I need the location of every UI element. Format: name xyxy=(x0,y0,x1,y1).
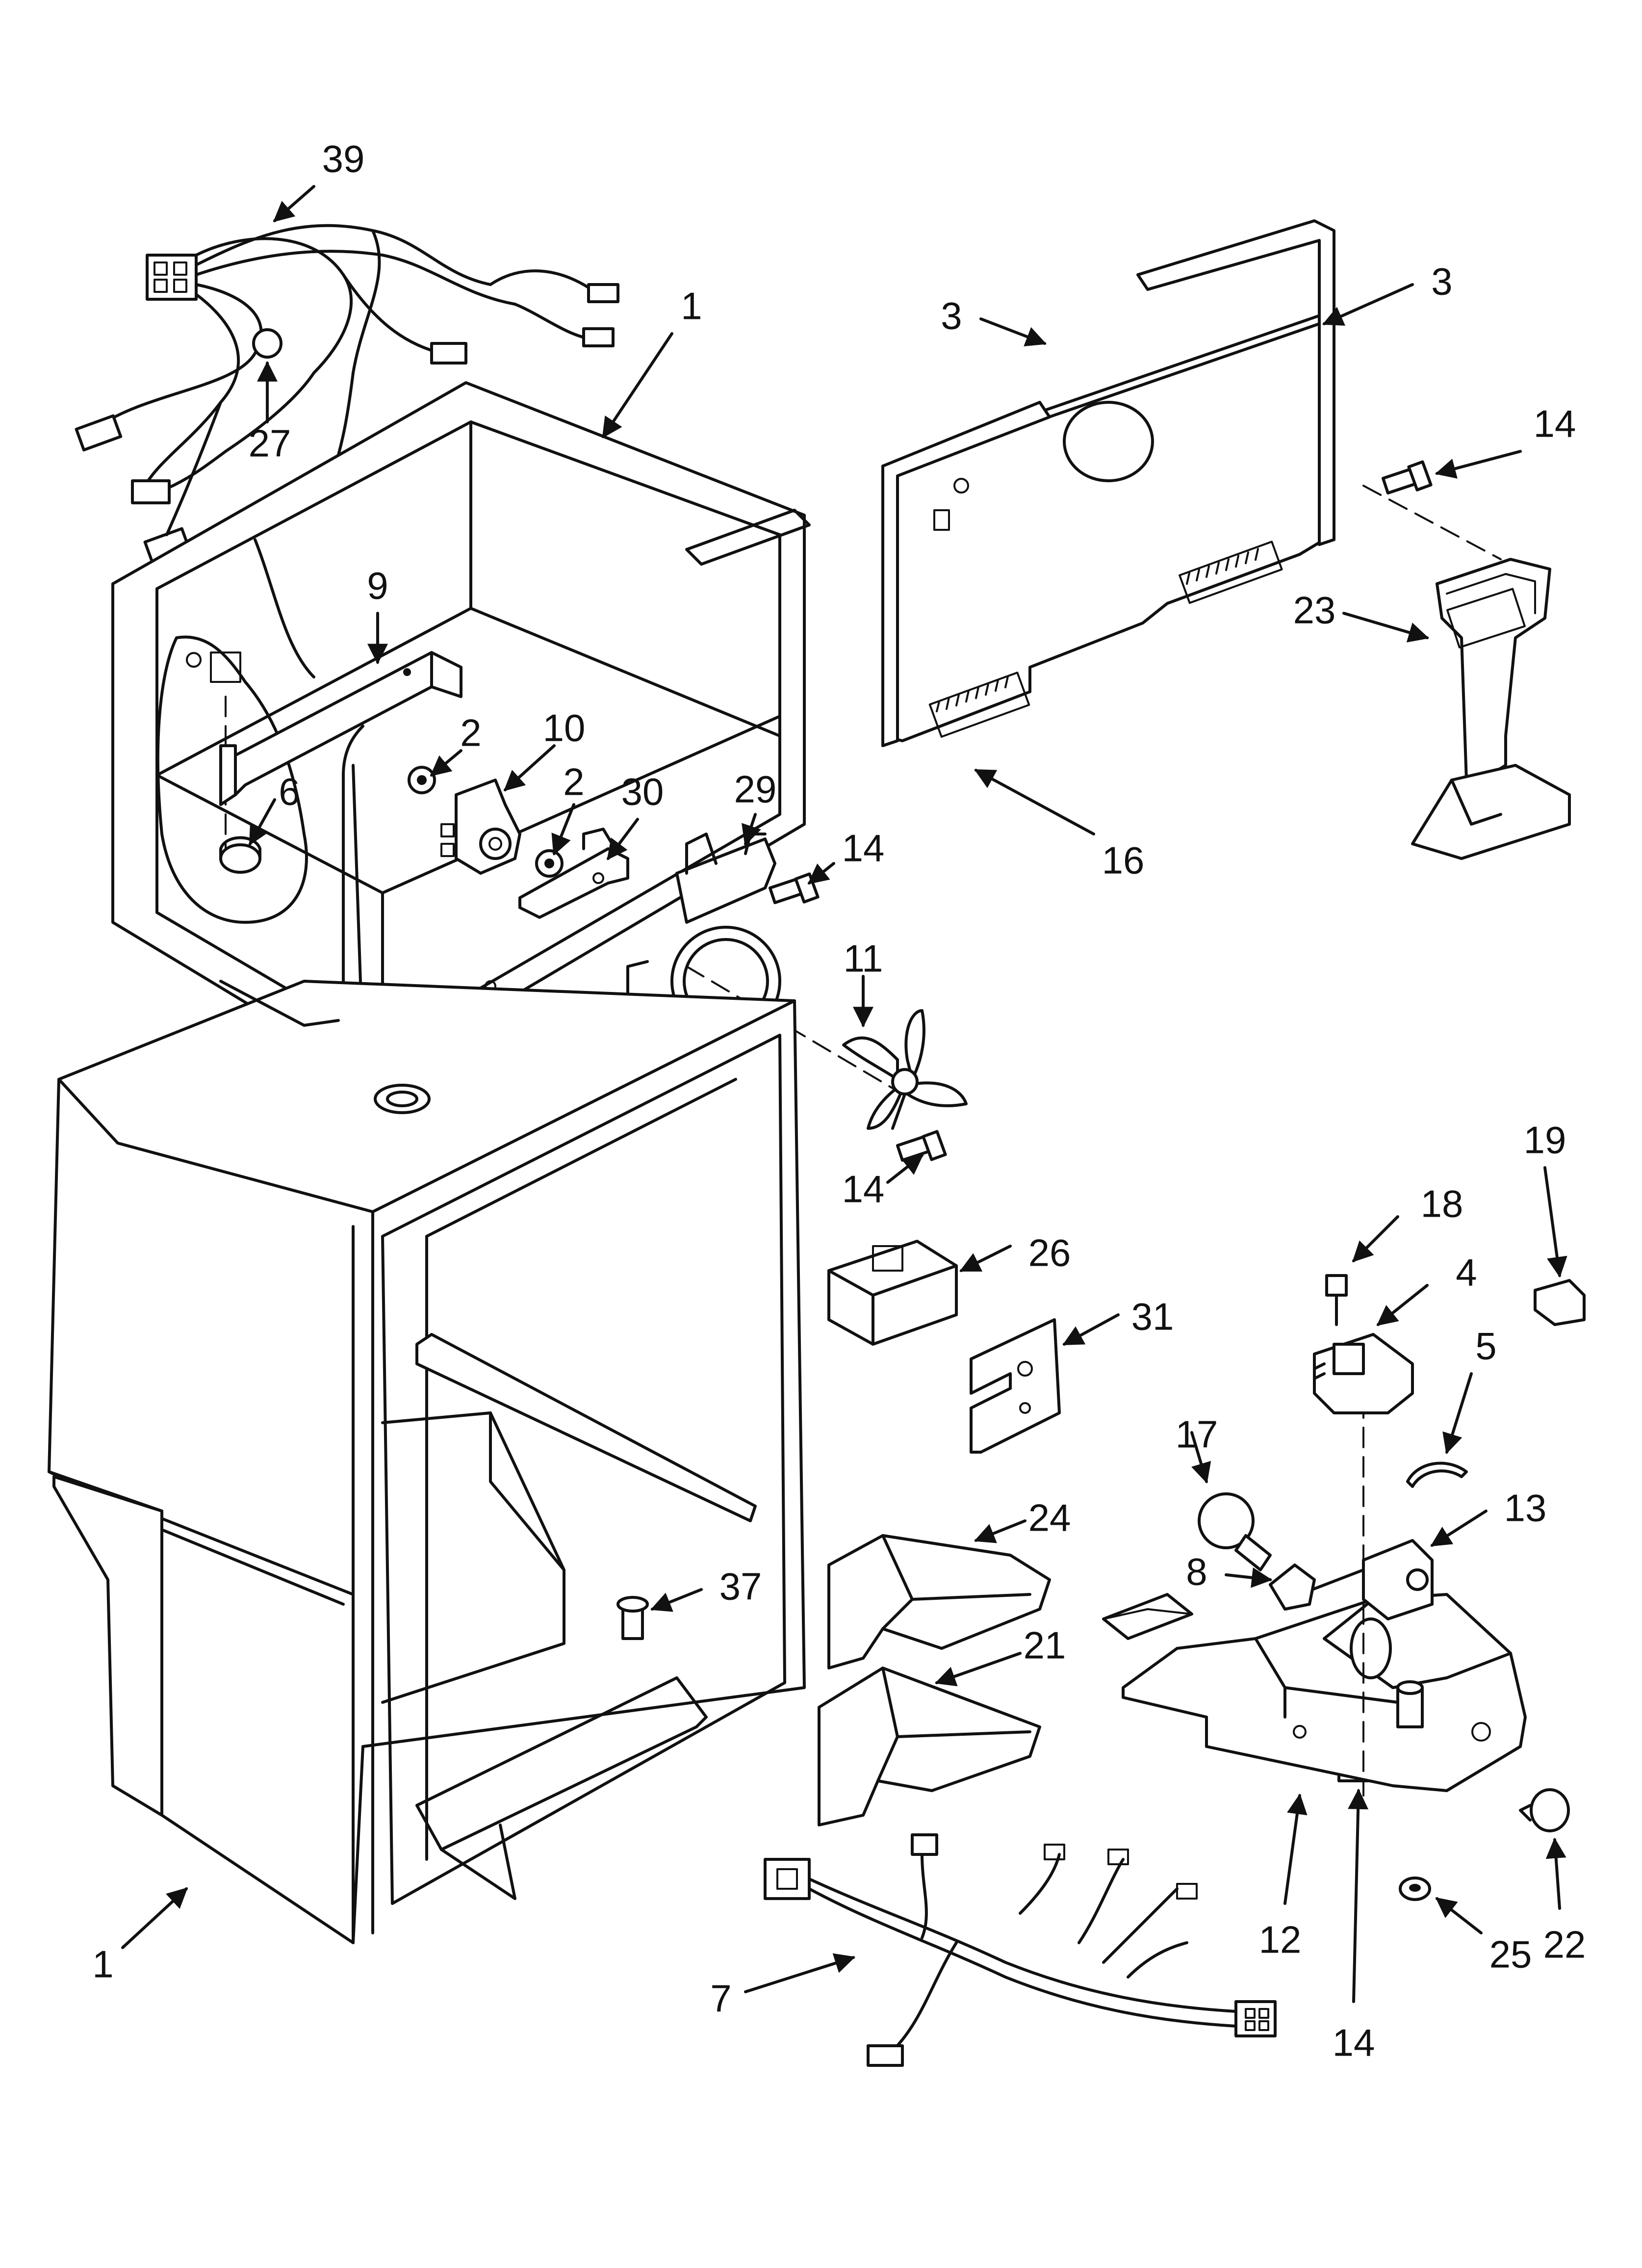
part-16-rear-panel xyxy=(881,313,1326,742)
callout-17: 17 xyxy=(1176,1413,1218,1456)
part-2-nut-lower xyxy=(535,849,564,878)
callout-2-upper: 2 xyxy=(460,711,481,755)
callout-8: 8 xyxy=(1186,1550,1207,1593)
callout-26: 26 xyxy=(1028,1231,1071,1275)
part-25-nut xyxy=(1399,1877,1431,1901)
part-21-duct xyxy=(818,1667,1041,1826)
part-37-cap xyxy=(616,1596,649,1640)
callout-27: 27 xyxy=(249,422,291,465)
callout-labels: 39 27 1 3 3 14 9 23 2 10 2 30 29 6 16 14… xyxy=(92,137,1586,2064)
part-7-wire-harness xyxy=(764,1833,1277,2067)
callout-12: 12 xyxy=(1259,1918,1302,1961)
leader-lines xyxy=(121,185,1567,2003)
part-10-control xyxy=(440,779,521,875)
part-3-gasket-left xyxy=(881,401,1051,747)
callout-14-top: 14 xyxy=(1534,402,1576,445)
part-1-fresh-food-liner xyxy=(48,980,806,1944)
part-14-screw-b xyxy=(769,872,820,904)
callout-23: 23 xyxy=(1293,589,1336,632)
callout-31: 31 xyxy=(1131,1295,1174,1338)
callout-3-left: 3 xyxy=(941,294,962,338)
callout-1-lower: 1 xyxy=(92,1943,113,1986)
callout-24: 24 xyxy=(1028,1496,1071,1539)
callout-39: 39 xyxy=(322,137,365,181)
light-shield xyxy=(1102,1593,1193,1640)
callout-2-lower: 2 xyxy=(563,760,584,804)
callout-21: 21 xyxy=(1024,1624,1066,1667)
part-2-nut-upper xyxy=(408,766,436,794)
part-3-gasket-right xyxy=(1136,219,1335,546)
part-39-wire-harness xyxy=(75,224,619,565)
callout-6: 6 xyxy=(279,770,300,813)
callout-4: 4 xyxy=(1456,1251,1477,1294)
callout-14-fan: 14 xyxy=(842,827,885,870)
part-31-plate xyxy=(970,1318,1061,1454)
part-23-air-duct xyxy=(1362,485,1571,860)
callout-30: 30 xyxy=(621,770,664,813)
callout-11: 11 xyxy=(844,937,883,980)
part-17-light-bulb xyxy=(1198,1492,1272,1571)
part-18-screw xyxy=(1325,1274,1348,1326)
part-22-knob xyxy=(1519,1788,1570,1832)
part-19-switch xyxy=(1534,1279,1586,1326)
callout-22: 22 xyxy=(1543,1923,1586,1966)
part-8-lamp-socket xyxy=(1269,1564,1316,1611)
callout-3-right: 3 xyxy=(1431,260,1452,303)
callout-18: 18 xyxy=(1421,1182,1463,1225)
callout-37: 37 xyxy=(719,1565,762,1608)
part-6-knob xyxy=(219,836,261,874)
callout-9: 9 xyxy=(367,564,388,607)
callout-5: 5 xyxy=(1475,1325,1496,1368)
callout-10: 10 xyxy=(543,706,586,750)
callout-7: 7 xyxy=(710,1977,731,2020)
callout-13: 13 xyxy=(1504,1486,1547,1530)
part-24-cover xyxy=(827,1534,1051,1669)
callout-14-bottom: 14 xyxy=(1333,2021,1375,2064)
part-26-housing xyxy=(827,1240,958,1346)
callout-25: 25 xyxy=(1489,1933,1532,1976)
callout-14-mid: 14 xyxy=(842,1168,885,1211)
part-9-bracket xyxy=(219,651,462,806)
part-14-screw-a xyxy=(1382,460,1433,495)
callout-29: 29 xyxy=(734,768,777,811)
part-13-thermostat xyxy=(1298,1539,1434,1620)
part-4-module xyxy=(1313,1333,1414,1414)
part-1-freezer-liner xyxy=(111,381,811,1081)
callout-1-upper: 1 xyxy=(681,285,702,328)
part-5-clip xyxy=(1406,1461,1468,1488)
part-11-fan-blade xyxy=(686,965,968,1130)
part-12-control-housing xyxy=(1122,1397,1527,1797)
callout-16: 16 xyxy=(1102,839,1145,882)
callout-19: 19 xyxy=(1524,1119,1566,1162)
